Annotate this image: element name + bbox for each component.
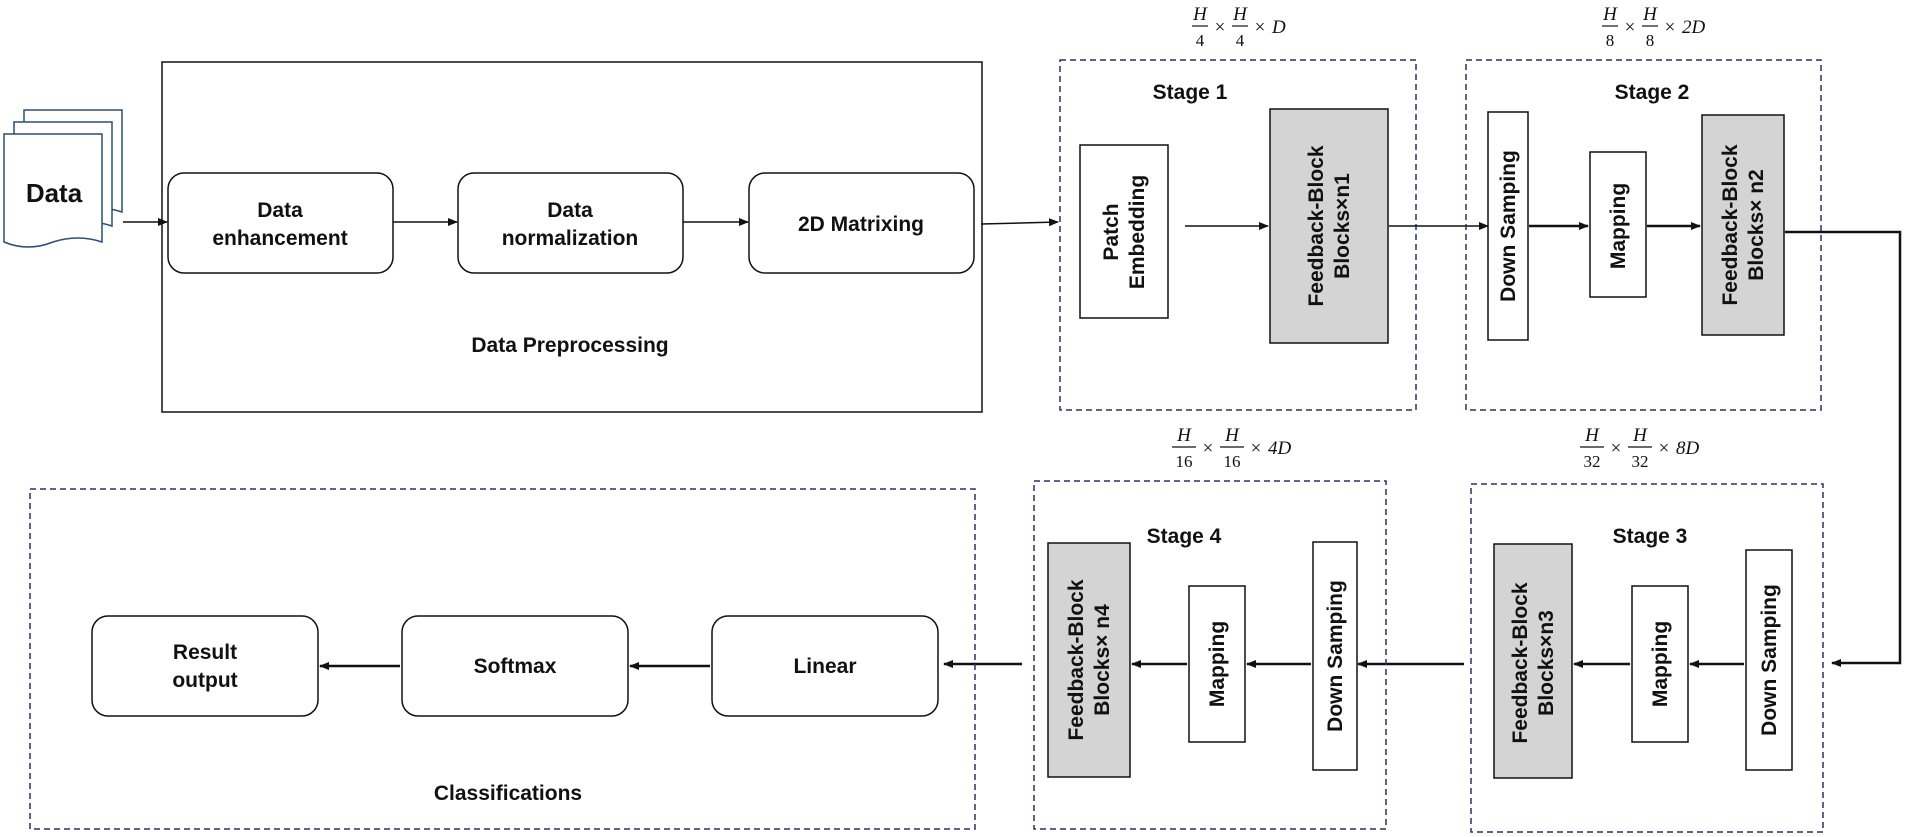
svg-text:Mapping: Mapping: [1607, 183, 1630, 269]
softmax-step: Softmax: [401, 615, 629, 717]
svg-text:16: 16: [1176, 452, 1193, 471]
svg-text:Embedding: Embedding: [1126, 175, 1149, 289]
preprocessing-title: Data Preprocessing: [471, 334, 668, 357]
arrow-matrixing-to-stage1: [980, 218, 1059, 227]
svg-text:Mapping: Mapping: [1206, 621, 1229, 707]
svg-text:Blocks×n1: Blocks×n1: [1331, 173, 1354, 279]
svg-text:4D: 4D: [1268, 438, 1292, 459]
svg-text:4: 4: [1236, 31, 1245, 50]
svg-text:4: 4: [1196, 31, 1205, 50]
preprocessing-frame: [161, 61, 983, 413]
svg-text:Result: Result: [173, 641, 237, 664]
stage-2-title: Stage 2: [1615, 81, 1690, 104]
stage-4-mapping-block: Mapping: [1188, 585, 1246, 743]
stage-3-dims: H 32 × H 32 × 8D: [1580, 425, 1700, 471]
stage-4-frame: [1033, 480, 1387, 830]
stage-3-feedback-block: Feedback-Block Blocks×n3: [1493, 543, 1573, 779]
svg-text:×: ×: [1665, 17, 1676, 38]
stage-2-down-sampling-block: Down Samping: [1487, 111, 1529, 341]
stage-3-mapping-block: Mapping: [1631, 585, 1689, 743]
svg-text:H: H: [1584, 425, 1600, 446]
svg-text:enhancement: enhancement: [212, 227, 347, 250]
stage-1-title: Stage 1: [1153, 81, 1228, 104]
svg-text:H: H: [1224, 425, 1240, 446]
stage-2-feedback-block: Feedback-Block Blocks× n2: [1701, 114, 1785, 336]
svg-text:Down Samping: Down Samping: [1324, 580, 1347, 732]
svg-text:H: H: [1602, 4, 1618, 25]
stage-4-title: Stage 4: [1147, 525, 1222, 548]
svg-text:×: ×: [1255, 17, 1266, 38]
svg-text:×: ×: [1203, 438, 1214, 459]
svg-text:8: 8: [1606, 31, 1615, 50]
patch-embedding-block: Patch Embedding: [1079, 144, 1169, 319]
svg-text:Patch: Patch: [1100, 203, 1123, 260]
stage-2-dims: H 8 × H 8 × 2D: [1602, 4, 1706, 50]
svg-text:H: H: [1192, 4, 1208, 25]
linear-step: Linear: [711, 615, 939, 717]
svg-text:H: H: [1642, 4, 1658, 25]
svg-text:Softmax: Softmax: [474, 655, 557, 678]
svg-text:Data: Data: [547, 199, 593, 222]
classifications-title: Classifications: [434, 782, 582, 805]
svg-text:32: 32: [1632, 452, 1649, 471]
svg-text:×: ×: [1625, 17, 1636, 38]
svg-text:Feedback-Block: Feedback-Block: [1065, 579, 1088, 740]
classifications-frame: [29, 488, 976, 830]
stage-3-title: Stage 3: [1613, 525, 1688, 548]
stage-3-frame: [1470, 483, 1824, 833]
svg-text:×: ×: [1659, 438, 1670, 459]
svg-text:Data: Data: [257, 199, 303, 222]
svg-text:16: 16: [1224, 452, 1241, 471]
result-output-step: Result output: [91, 615, 319, 717]
svg-text:D: D: [1271, 17, 1286, 38]
svg-text:Mapping: Mapping: [1649, 621, 1672, 707]
svg-text:Linear: Linear: [793, 655, 856, 678]
stage-3-down-sampling-block: Down Samping: [1745, 549, 1793, 771]
svg-text:8: 8: [1646, 31, 1655, 50]
svg-text:H: H: [1176, 425, 1192, 446]
svg-text:×: ×: [1251, 438, 1262, 459]
stage-4-feedback-block: Feedback-Block Blocks× n4: [1047, 542, 1131, 778]
stage-1-frame: [1059, 59, 1417, 411]
svg-text:Blocks× n4: Blocks× n4: [1091, 604, 1114, 716]
svg-text:Blocks× n2: Blocks× n2: [1745, 169, 1768, 280]
arrow-stage2-to-stage3: [1785, 230, 1902, 667]
svg-text:32: 32: [1584, 452, 1601, 471]
stage-1-dims: H 4 × H 4 × D: [1192, 4, 1286, 50]
preprocess-step-data-normalization: Data normalization: [457, 172, 684, 274]
stage-2-frame: [1465, 59, 1822, 411]
svg-text:Down Samping: Down Samping: [1497, 150, 1520, 302]
stage-2-mapping-block: Mapping: [1589, 151, 1647, 298]
svg-text:Down Samping: Down Samping: [1758, 584, 1781, 736]
svg-text:×: ×: [1611, 438, 1622, 459]
svg-text:Blocks×n3: Blocks×n3: [1535, 610, 1558, 716]
stage-1-feedback-block: Feedback-Block Blocks×n1: [1269, 108, 1389, 344]
preprocess-step-2d-matrixing: 2D Matrixing: [748, 172, 975, 274]
stage-4-dims: H 16 × H 16 × 4D: [1172, 425, 1292, 471]
svg-text:2D Matrixing: 2D Matrixing: [798, 213, 924, 236]
preprocess-step-data-enhancement: Data enhancement: [167, 172, 394, 274]
svg-text:2D: 2D: [1682, 17, 1706, 38]
svg-text:normalization: normalization: [502, 227, 639, 250]
svg-text:Feedback-Block: Feedback-Block: [1719, 144, 1742, 305]
svg-text:H: H: [1632, 425, 1648, 446]
svg-text:Feedback-Block: Feedback-Block: [1509, 582, 1532, 743]
svg-text:H: H: [1232, 4, 1248, 25]
data-document-icon: [3, 109, 123, 248]
data-source-label: Data: [26, 178, 83, 208]
svg-text:8D: 8D: [1676, 438, 1700, 459]
svg-text:output: output: [172, 669, 237, 692]
svg-text:×: ×: [1215, 17, 1226, 38]
svg-text:Feedback-Block: Feedback-Block: [1305, 145, 1328, 306]
stage-4-down-sampling-block: Down Samping: [1312, 541, 1358, 771]
